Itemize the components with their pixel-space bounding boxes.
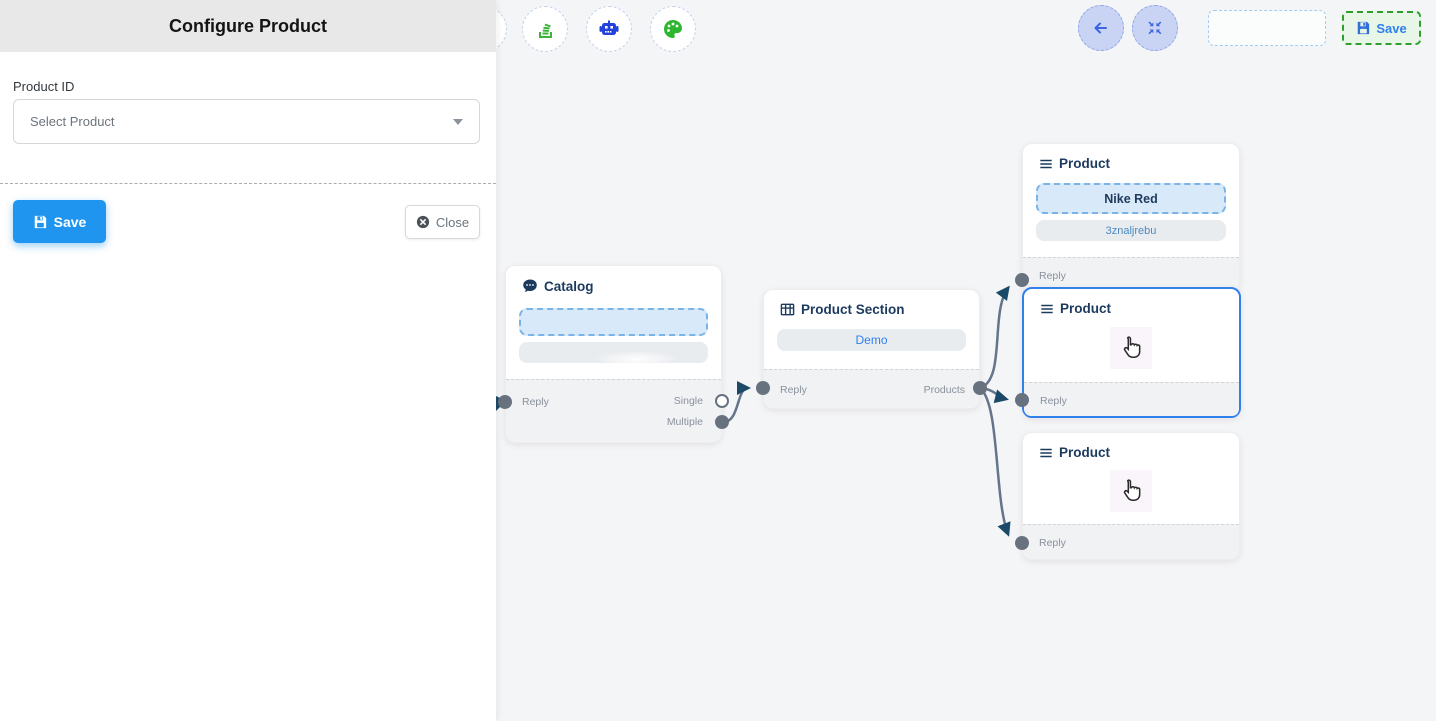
empty-slot[interactable] <box>1208 10 1326 46</box>
catalog-blurred-value <box>519 342 708 363</box>
canvas-save-button[interactable]: Save <box>1342 11 1421 45</box>
edge-products-to-product1 <box>979 285 1010 390</box>
panel-divider <box>0 183 496 184</box>
flow-canvas[interactable]: Save Catalog Reply Single Multiple <box>496 0 1436 721</box>
toolbar-hidden-button[interactable] <box>496 6 507 52</box>
panel-title: Configure Product <box>169 15 327 36</box>
port-label-multiple: Multiple <box>666 416 703 428</box>
fit-view-button[interactable] <box>1132 5 1178 51</box>
node-header: Product <box>1040 301 1111 316</box>
hand-cursor-icon <box>1110 327 1152 369</box>
node-header: Catalog <box>522 278 594 294</box>
node-product-2[interactable]: Product Reply <box>1022 287 1241 418</box>
port-label-reply: Reply <box>1040 395 1067 407</box>
canvas-save-label: Save <box>1376 20 1407 36</box>
catalog-selection-field[interactable] <box>519 308 708 336</box>
save-icon <box>1356 21 1370 35</box>
node-title: Product <box>1059 156 1111 171</box>
node-product-section[interactable]: Product Section Demo Reply Products <box>763 289 980 409</box>
product-select[interactable]: Select Product <box>13 99 480 144</box>
product-id-label: Product ID <box>13 79 75 94</box>
node-header: Product <box>1039 445 1110 460</box>
product-name: Nike Red <box>1104 191 1158 206</box>
port-section-reply[interactable] <box>756 381 770 395</box>
back-arrow-icon <box>1092 19 1110 37</box>
section-value: Demo <box>855 333 888 347</box>
close-button[interactable]: Close <box>405 205 480 239</box>
stack-icon <box>534 18 556 40</box>
port-label-reply: Reply <box>1039 537 1066 549</box>
save-button-label: Save <box>53 213 87 230</box>
port-catalog-single[interactable] <box>715 394 729 408</box>
section-value-chip[interactable]: Demo <box>777 329 966 351</box>
save-icon <box>33 215 47 229</box>
node-footer: Reply Single Multiple <box>506 379 721 442</box>
node-footer: Reply Products <box>764 369 979 408</box>
configure-product-panel: Configure Product Product ID Select Prod… <box>0 0 496 721</box>
chat-icon <box>522 278 538 294</box>
node-footer: Reply <box>1023 257 1239 292</box>
close-button-label: Close <box>435 214 470 230</box>
back-button[interactable] <box>1078 5 1124 51</box>
close-circle-icon <box>416 215 430 229</box>
grid-icon <box>780 302 795 317</box>
port-label-reply: Reply <box>1039 270 1066 282</box>
port-label-products: Products <box>923 384 965 396</box>
product-code-chip: 3znaljrebu <box>1036 220 1226 241</box>
port-product3-reply[interactable] <box>1015 536 1029 550</box>
hand-cursor-icon <box>1110 470 1152 512</box>
node-footer: Reply <box>1023 524 1239 559</box>
port-label-reply: Reply <box>522 396 549 408</box>
port-product2-reply[interactable] <box>1015 393 1029 407</box>
port-label-reply: Reply <box>780 384 807 396</box>
toolbar-theme-button[interactable] <box>650 6 696 52</box>
node-title: Catalog <box>544 278 594 294</box>
robot-icon <box>597 17 621 41</box>
product-code: 3znaljrebu <box>1105 224 1157 237</box>
node-title: Product <box>1060 301 1112 316</box>
node-footer: Reply <box>1024 382 1239 416</box>
port-catalog-multiple[interactable] <box>715 415 729 429</box>
fit-view-icon <box>1147 20 1163 36</box>
panel-header: Configure Product <box>0 0 496 52</box>
port-section-products[interactable] <box>973 381 987 395</box>
chevron-down-icon <box>453 118 463 125</box>
port-label-single: Single <box>673 395 703 407</box>
menu-icon <box>1039 157 1053 171</box>
toolbar-stack-button[interactable] <box>522 6 568 52</box>
palette-icon <box>661 17 685 41</box>
port-catalog-reply[interactable] <box>498 395 512 409</box>
port-product1-reply[interactable] <box>1015 273 1029 287</box>
toolbar-bot-button[interactable] <box>586 6 632 52</box>
menu-icon <box>1039 446 1053 460</box>
node-title: Product Section <box>801 302 905 317</box>
product-select-value: Select Product <box>30 114 115 129</box>
menu-icon <box>1040 302 1054 316</box>
node-title: Product <box>1059 445 1111 460</box>
edge-products-to-product3 <box>979 387 1011 537</box>
node-product-3[interactable]: Product Reply <box>1022 432 1240 560</box>
save-button[interactable]: Save <box>13 200 106 243</box>
node-header: Product <box>1039 156 1110 171</box>
product-name-chip[interactable]: Nike Red <box>1036 183 1226 214</box>
node-header: Product Section <box>780 302 905 317</box>
node-catalog[interactable]: Catalog Reply Single Multiple <box>505 265 722 443</box>
node-product-1[interactable]: Product Nike Red 3znaljrebu Reply <box>1022 143 1240 293</box>
